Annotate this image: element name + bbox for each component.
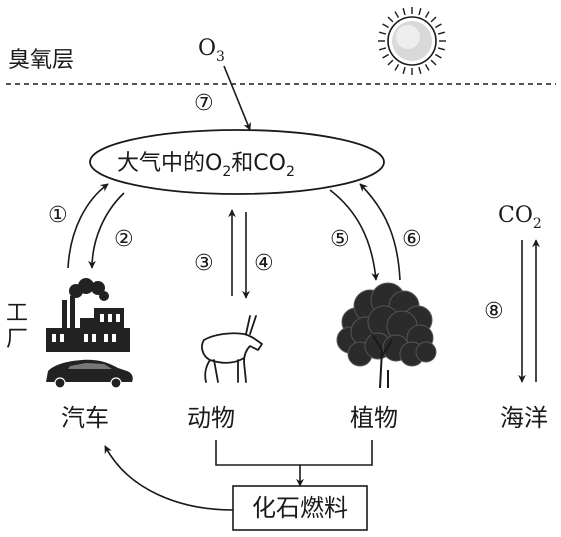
atmosphere-ellipse: [89, 129, 385, 195]
process-number-2: ②: [114, 227, 134, 252]
process-number-3: ③: [194, 251, 214, 276]
process-number-1: ①: [48, 203, 68, 228]
o3-label: O3: [198, 36, 225, 65]
animal-plant-connector: [215, 440, 373, 466]
plant-label: 植物: [350, 404, 398, 432]
process-number-5: ⑤: [330, 227, 350, 252]
arrow-6-plant-to-atmosphere: [359, 183, 401, 281]
car-label: 汽车: [61, 404, 109, 432]
process-number-8: ⑧: [484, 299, 504, 324]
car-icon: [46, 359, 133, 389]
ocean-label: 海洋: [500, 404, 548, 432]
factory-label-1: 工: [6, 301, 28, 326]
process-number-4: ④: [254, 251, 274, 276]
trees-icon: [336, 282, 437, 389]
arrow-5-atmosphere-to-plant: [329, 189, 380, 281]
ozone-layer-label: 臭氧层: [8, 48, 74, 73]
fossil-fuel-label: 化石燃料: [252, 494, 348, 522]
process-number-6: ⑥: [402, 227, 422, 252]
ocean-co2-label: CO2: [498, 203, 542, 232]
factory-label-2: 厂: [6, 327, 28, 352]
atmosphere-label: 大气中的O2和CO2: [117, 151, 295, 180]
antelope-icon: [201, 315, 263, 383]
factory-icon: [46, 278, 130, 352]
animal-label: 动物: [187, 404, 235, 432]
fossil-fuel-box: [232, 485, 368, 531]
process-number-7: ⑦: [194, 91, 214, 116]
arrow-2-atmosphere-to-factory: [88, 192, 125, 269]
arrow-1-factory-to-atmosphere: [67, 183, 109, 269]
sun-icon: [378, 7, 446, 75]
arrow-fossil-fuel-to-car: [104, 445, 234, 511]
arrow-o3-to-atmosphere: [223, 65, 251, 131]
